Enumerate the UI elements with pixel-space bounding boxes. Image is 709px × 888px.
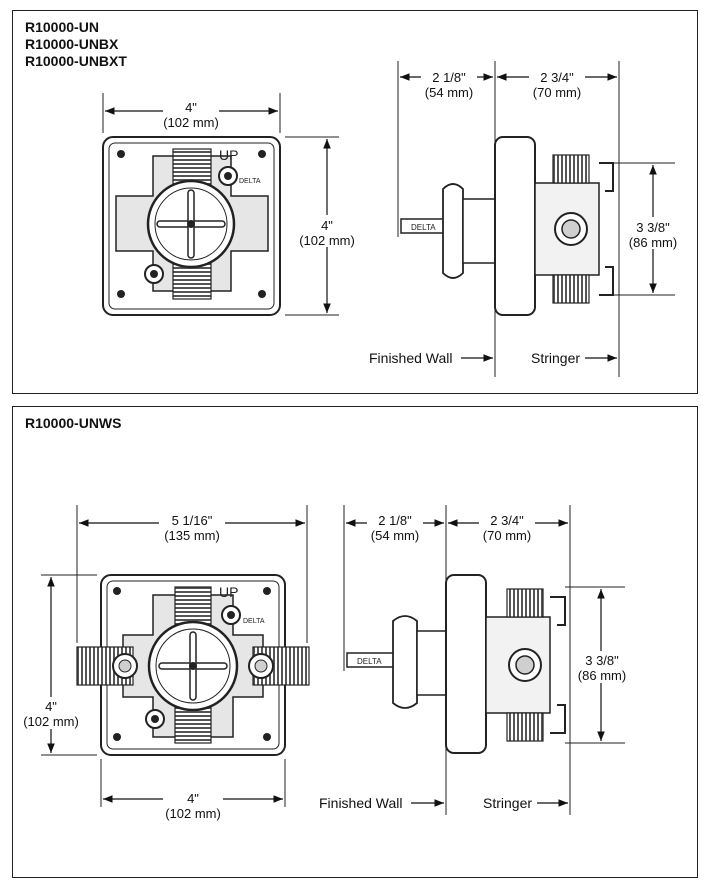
width-dim-metric: (102 mm) <box>163 115 219 130</box>
model-number: R10000-UNBX <box>25 36 119 52</box>
finished-wall-label: Finished Wall <box>319 795 403 811</box>
stem-brand-marking: DELTA <box>411 223 436 232</box>
height-dim-imperial: 4" <box>45 699 57 714</box>
width-dim-imperial: 5 1/16" <box>172 513 213 528</box>
height-dim-imperial: 4" <box>321 218 333 233</box>
stringer-label: Stringer <box>483 795 532 811</box>
panel-r10000-un: R10000-UN R10000-UNBX R10000-UNBXT 4" (1… <box>12 10 698 394</box>
width-dim-metric: (135 mm) <box>164 528 220 543</box>
model-number: R10000-UN <box>25 19 99 35</box>
model-number: R10000-UNWS <box>25 415 122 431</box>
height-dim-metric: (102 mm) <box>23 714 79 729</box>
depth2-metric: (70 mm) <box>533 85 581 100</box>
depth1-imperial: 2 1/8" <box>378 513 412 528</box>
bonnet <box>392 615 418 709</box>
model-list: R10000-UN R10000-UNBX R10000-UNBXT <box>25 19 127 70</box>
height-dim-metric: (102 mm) <box>299 233 355 248</box>
depth2-imperial: 2 3/4" <box>540 70 574 85</box>
brand-marking: DELTA <box>239 178 261 185</box>
bottom-width-metric: (102 mm) <box>165 806 221 821</box>
depth2-metric: (70 mm) <box>483 528 531 543</box>
side-height-metric: (86 mm) <box>578 668 626 683</box>
top-drawing: 4" (102 mm) UP DELTA 4" (102 mm) <box>102 61 685 377</box>
side-view: 2 1/8" (54 mm) 2 3/4" (70 mm) DELTA 3 3/… <box>369 61 685 377</box>
up-marking: UP <box>219 584 238 600</box>
finished-wall-label: Finished Wall <box>369 350 453 366</box>
mounting-plate-side <box>445 574 487 754</box>
model-number: R10000-UNBXT <box>25 53 127 69</box>
bottom-width-imperial: 4" <box>187 791 199 806</box>
stringer-label: Stringer <box>531 350 580 366</box>
model-list: R10000-UNWS <box>25 415 121 432</box>
brand-marking: DELTA <box>243 618 265 625</box>
stringer-bracket-top <box>599 162 614 192</box>
panel-r10000-unws: R10000-UNWS 5 1/16" (135 mm) <box>12 406 698 878</box>
bottom-drawing: 5 1/16" (135 mm) UP DELTA <box>21 505 633 821</box>
side-height-imperial: 3 3/8" <box>585 653 619 668</box>
stringer-bracket-bottom <box>599 266 614 296</box>
front-view: 5 1/16" (135 mm) UP DELTA <box>21 505 310 821</box>
depth2-imperial: 2 3/4" <box>490 513 524 528</box>
front-view: 4" (102 mm) UP DELTA 4" (102 mm) <box>102 93 358 316</box>
depth1-metric: (54 mm) <box>425 85 473 100</box>
side-view: 2 1/8" (54 mm) 2 3/4" (70 mm) DELTA 3 3/… <box>319 505 633 815</box>
stem-brand-marking: DELTA <box>357 657 382 666</box>
depth1-imperial: 2 1/8" <box>432 70 466 85</box>
depth1-metric: (54 mm) <box>371 528 419 543</box>
bonnet <box>442 183 464 279</box>
up-marking: UP <box>219 147 238 163</box>
mounting-plate-side <box>494 136 536 316</box>
side-height-imperial: 3 3/8" <box>636 220 670 235</box>
width-dim-imperial: 4" <box>185 100 197 115</box>
side-height-metric: (86 mm) <box>629 235 677 250</box>
